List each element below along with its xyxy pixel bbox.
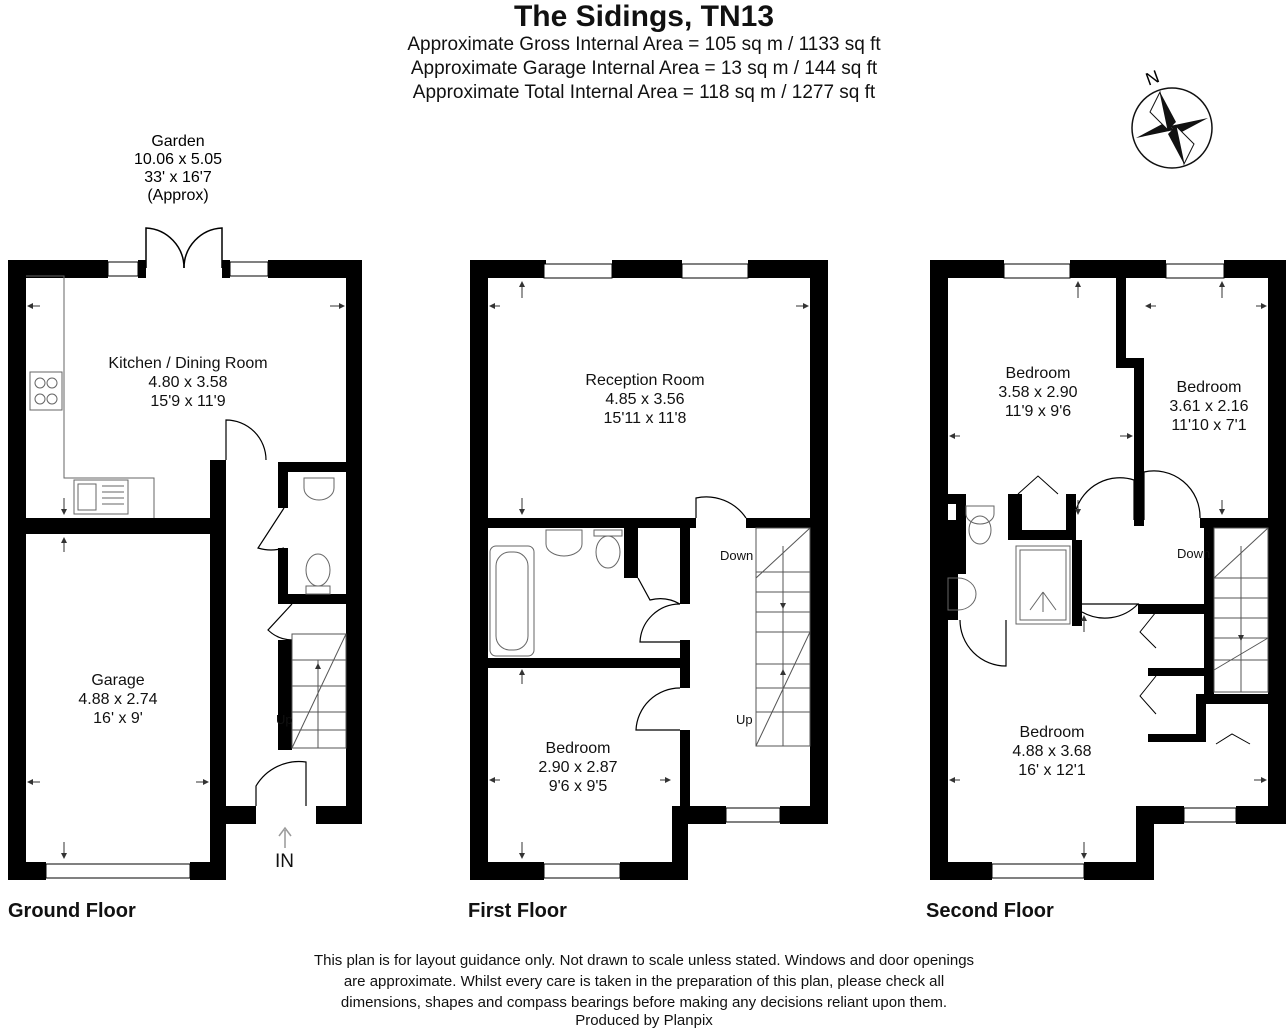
second-floor-bedroom-1-metric: 3.58 x 2.90 (998, 384, 1077, 401)
garden-metric: 10.06 x 5.05 (134, 151, 222, 168)
garden-name: Garden (151, 133, 204, 150)
second-floor-bedroom-2-metric: 3.61 x 2.16 (1169, 398, 1248, 415)
first-floor-bedroom-metric: 2.90 x 2.87 (538, 759, 617, 776)
second-floor-bedroom-3-metric: 4.88 x 3.68 (1012, 743, 1091, 760)
producer-credit: Produced by Planpix (575, 1012, 713, 1029)
ground-floor-plan (8, 227, 362, 880)
gross-internal-area: Approximate Gross Internal Area = 105 sq… (407, 34, 881, 55)
total-internal-area: Approximate Total Internal Area = 118 sq… (412, 82, 876, 103)
second-floor-plan (930, 260, 1286, 880)
disclaimer-line-2: are approximate. Whilst every care is ta… (343, 973, 945, 990)
second-floor-bedroom-2-imperial: 11'10 x 7'1 (1171, 417, 1246, 434)
compass-north-label: N (1143, 66, 1162, 89)
kitchen-dining-name: Kitchen / Dining Room (108, 355, 267, 372)
second-stairs-down-label: Down (1177, 546, 1210, 561)
second-floor-bedroom-2-name: Bedroom (1177, 379, 1242, 396)
garden-note: (Approx) (147, 187, 208, 204)
compass-icon: N (1131, 66, 1213, 169)
first-stairs-up-label: Up (736, 712, 753, 727)
entrance-label: IN (275, 851, 294, 872)
first-floor-label: First Floor (468, 900, 567, 922)
kitchen-dining-imperial: 15'9 x 11'9 (150, 393, 225, 410)
plan-title: The Sidings, TN13 (513, 0, 775, 33)
second-floor-label: Second Floor (926, 900, 1054, 922)
garden-imperial: 33' x 16'7 (144, 169, 212, 186)
first-floor-bedroom-imperial: 9'6 x 9'5 (549, 778, 608, 795)
garage-internal-area: Approximate Garage Internal Area = 13 sq… (410, 58, 878, 79)
reception-room-metric: 4.85 x 3.56 (605, 391, 684, 408)
disclaimer-line-1: This plan is for layout guidance only. N… (313, 952, 975, 969)
second-floor-bedroom-3-name: Bedroom (1020, 724, 1085, 741)
reception-room-name: Reception Room (585, 372, 704, 389)
kitchen-dining-metric: 4.80 x 3.58 (148, 374, 227, 391)
first-floor-plan (470, 260, 828, 880)
garage-metric: 4.88 x 2.74 (78, 691, 157, 708)
second-floor-bedroom-3-imperial: 16' x 12'1 (1018, 762, 1086, 779)
first-stairs-down-label: Down (720, 548, 753, 563)
first-floor-bedroom-name: Bedroom (546, 740, 611, 757)
second-floor-bedroom-1-name: Bedroom (1006, 365, 1071, 382)
garage-name: Garage (91, 672, 144, 689)
disclaimer-line-3: dimensions, shapes and compass bearings … (340, 994, 948, 1011)
garage-imperial: 16' x 9' (93, 710, 143, 727)
second-floor-bedroom-1-imperial: 11'9 x 9'6 (1005, 403, 1071, 420)
ground-stairs-up-label: Up (276, 712, 293, 727)
reception-room-imperial: 15'11 x 11'8 (604, 410, 687, 427)
ground-floor-label: Ground Floor (8, 900, 136, 922)
